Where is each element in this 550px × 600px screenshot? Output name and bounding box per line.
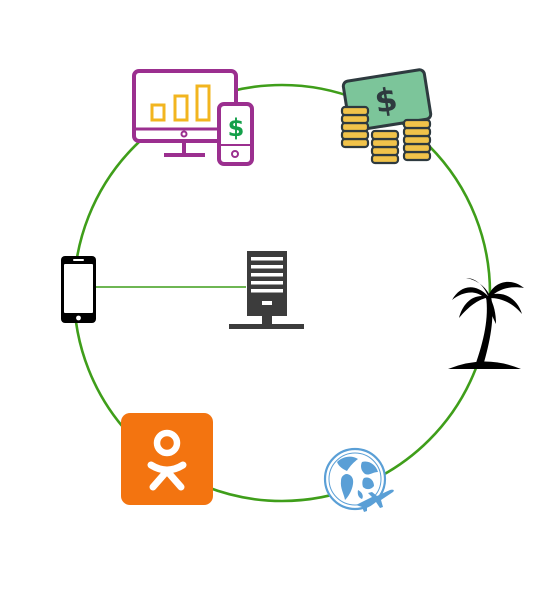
coin xyxy=(402,134,432,146)
server-slot xyxy=(251,289,283,293)
palm-island-icon xyxy=(448,278,524,369)
coin xyxy=(340,137,370,149)
server-slot xyxy=(251,273,283,277)
coin xyxy=(340,113,370,125)
coin xyxy=(402,126,432,138)
smartphone-icon xyxy=(61,256,96,323)
server-tower-icon xyxy=(229,251,304,329)
server-slot xyxy=(251,281,283,285)
coin xyxy=(340,129,370,141)
server-slot xyxy=(251,257,283,261)
coin xyxy=(370,145,400,157)
coin xyxy=(402,150,432,162)
monitor-phone-analytics-icon: $ xyxy=(132,69,254,166)
coin xyxy=(340,121,370,133)
server-slot xyxy=(251,265,283,269)
coin xyxy=(402,142,432,154)
globe-plane-icon xyxy=(323,447,394,512)
svg-text:$: $ xyxy=(228,114,245,142)
cash-coins-icon: $ xyxy=(340,68,433,165)
coin xyxy=(402,118,432,130)
coin xyxy=(340,105,370,117)
coin xyxy=(370,153,400,165)
odnoklassniki-logo-icon xyxy=(121,413,213,505)
coin xyxy=(370,137,400,149)
coin xyxy=(370,129,400,141)
server-indicator xyxy=(262,301,272,305)
